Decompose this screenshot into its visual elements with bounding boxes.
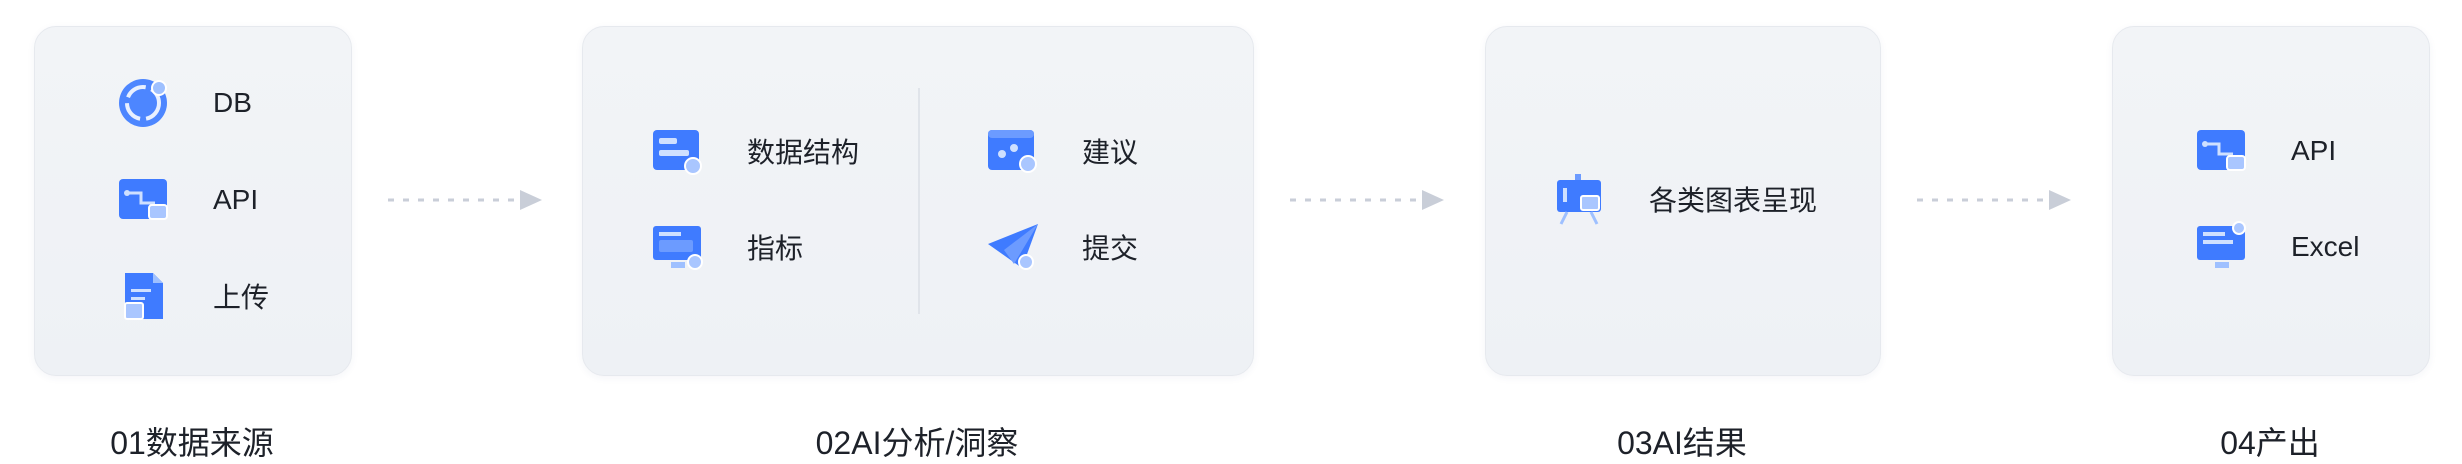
flow-arrow-2 — [1290, 190, 1444, 210]
submit-icon — [986, 220, 1040, 274]
analysis-label-metrics: 指标 — [747, 233, 804, 264]
stage-title-2: 02AI分析/洞察 — [815, 425, 1019, 461]
output-item-api: API — [2195, 124, 2336, 178]
source-label-upload: 上传 — [213, 282, 270, 313]
suggestion-icon — [986, 124, 1040, 178]
metrics-icon — [651, 220, 705, 274]
chart-board-icon — [1553, 172, 1607, 226]
result-label-charts: 各类图表呈现 — [1649, 185, 1818, 216]
stage-divider — [918, 88, 920, 314]
analysis-label-submit: 提交 — [1082, 233, 1139, 264]
output-label-excel: Excel — [2291, 231, 2360, 262]
analysis-item-metrics: 指标 — [651, 220, 803, 274]
analysis-label-data-structure: 数据结构 — [747, 137, 860, 168]
analysis-label-suggestion: 建议 — [1082, 137, 1139, 168]
stage-card-output — [2112, 26, 2430, 376]
stage-card-ai-result — [1485, 26, 1881, 376]
source-label-api: API — [213, 184, 259, 215]
source-label-db: DB — [213, 87, 252, 118]
upload-icon — [117, 269, 171, 323]
stage-card-data-source — [34, 26, 352, 376]
flow-arrow-1 — [388, 190, 542, 210]
output-item-excel: Excel — [2195, 220, 2359, 274]
analysis-item-suggestion: 建议 — [986, 124, 1138, 178]
stage-title-1: 01数据来源 — [110, 425, 274, 461]
source-item-api: API — [117, 173, 258, 227]
analysis-item-submit: 提交 — [986, 220, 1138, 274]
database-icon — [117, 76, 171, 130]
source-item-upload: 上传 — [117, 269, 269, 323]
output-label-api: API — [2291, 135, 2337, 166]
data-structure-icon — [651, 124, 705, 178]
flow-arrow-3 — [1917, 190, 2071, 210]
api-icon — [2195, 124, 2249, 178]
analysis-item-data-structure: 数据结构 — [651, 124, 859, 178]
source-item-db: DB — [117, 76, 252, 130]
stage-title-3: 03AI结果 — [1617, 425, 1747, 461]
stage-title-4: 04产出 — [2220, 425, 2320, 461]
api-icon — [117, 173, 171, 227]
excel-monitor-icon — [2195, 220, 2249, 274]
result-item-charts: 各类图表呈现 — [1553, 172, 1817, 226]
